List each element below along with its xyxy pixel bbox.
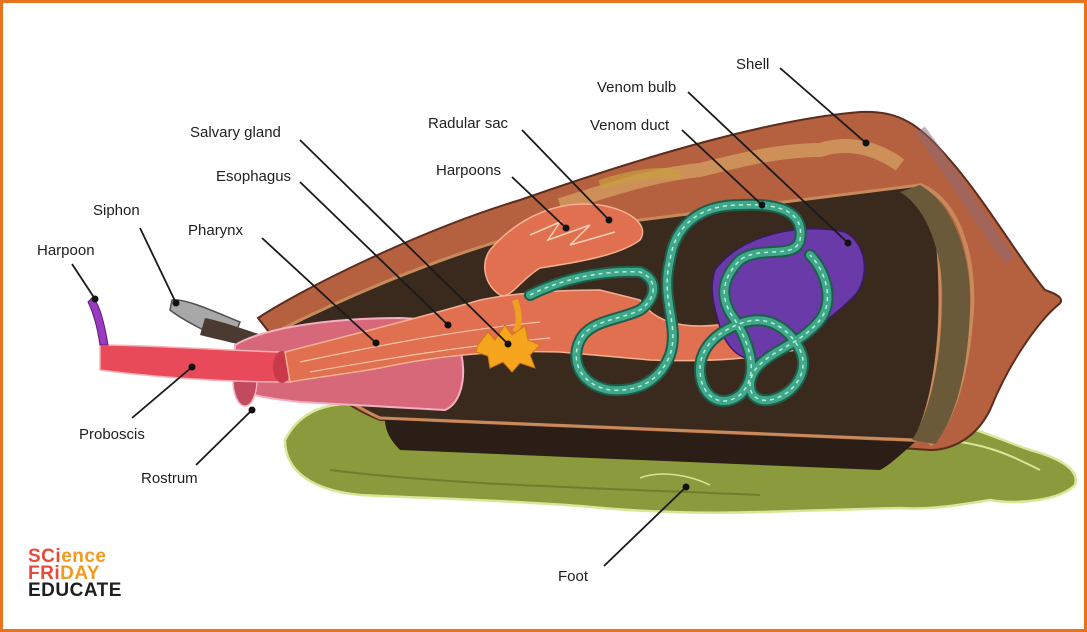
svg-text:Salvary gland: Salvary gland: [190, 124, 281, 141]
svg-text:Rostrum: Rostrum: [141, 470, 198, 487]
svg-text:Proboscis: Proboscis: [79, 426, 145, 443]
svg-text:Esophagus: Esophagus: [216, 168, 291, 185]
label-harpoon: Harpoon: [37, 242, 99, 303]
svg-text:Venom duct: Venom duct: [590, 117, 670, 134]
proboscis-illustration: [100, 345, 291, 383]
shell-illustration: [258, 112, 1061, 470]
science-friday-educate-logo: SCience FRiDAY EDUCATE: [28, 548, 122, 599]
svg-text:Harpoon: Harpoon: [37, 242, 95, 259]
svg-text:Harpoons: Harpoons: [436, 162, 501, 179]
svg-text:Venom bulb: Venom bulb: [597, 79, 676, 96]
svg-text:Foot: Foot: [558, 568, 589, 585]
logo-line-3: EDUCATE: [28, 582, 122, 599]
svg-text:Pharynx: Pharynx: [188, 222, 244, 239]
harpoon-tip-illustration: [88, 298, 108, 345]
svg-text:Radular sac: Radular sac: [428, 115, 509, 132]
label-siphon: Siphon: [93, 202, 180, 307]
label-rostrum: Rostrum: [141, 407, 256, 488]
svg-text:Siphon: Siphon: [93, 202, 140, 219]
svg-text:Shell: Shell: [736, 56, 769, 73]
